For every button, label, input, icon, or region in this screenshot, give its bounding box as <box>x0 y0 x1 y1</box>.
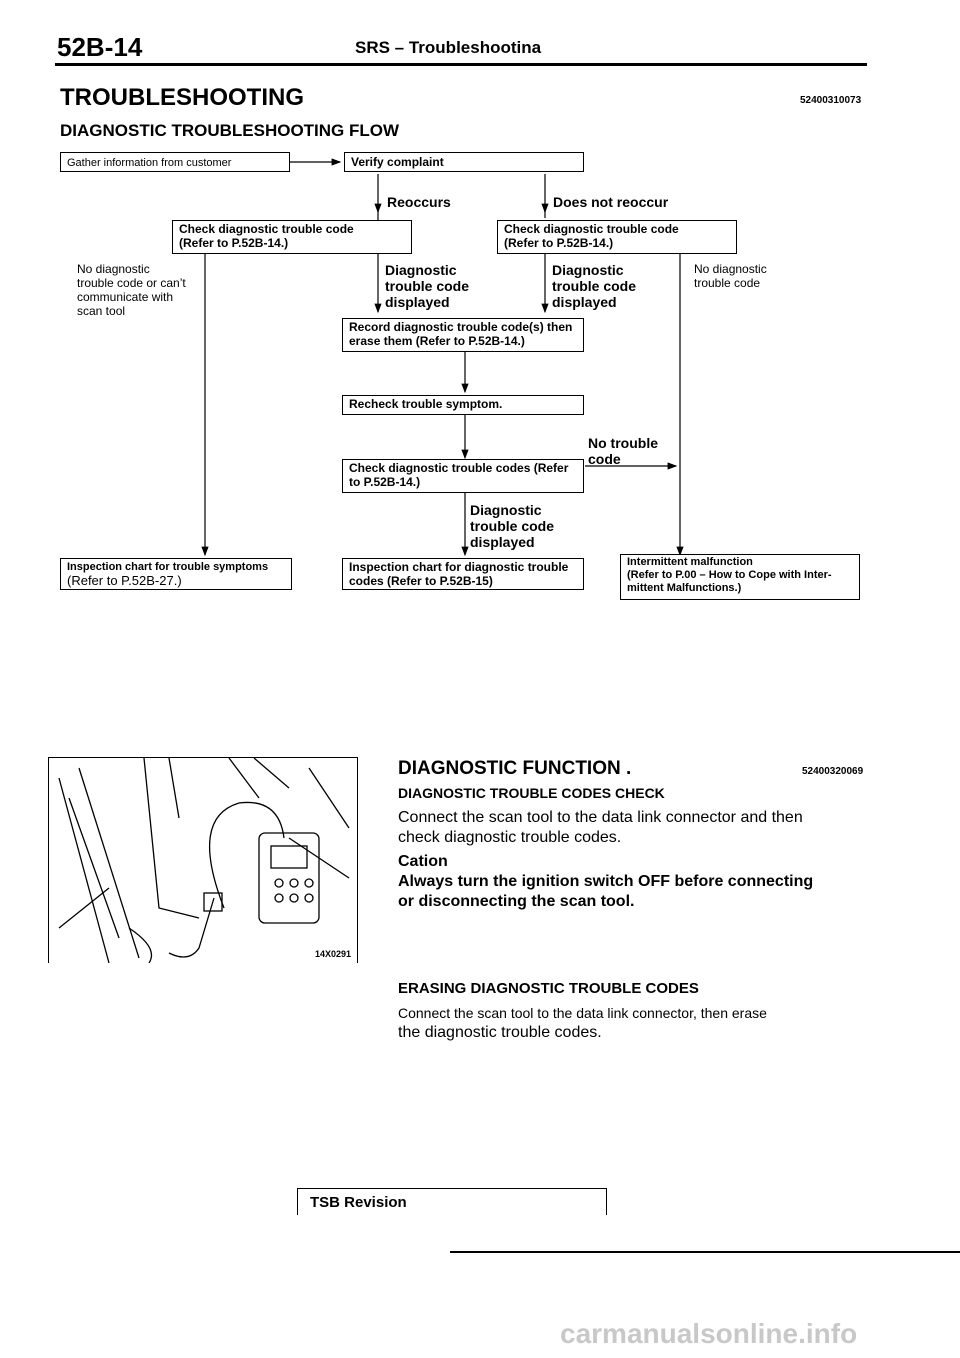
flow-subtitle: DIAGNOSTIC TROUBLESHOOTING FLOW <box>60 121 400 140</box>
erasing-body: Connect the scan tool to the data link c… <box>398 1005 767 1041</box>
verify-complaint-box: Verify complaint <box>344 152 584 172</box>
tsb-revision-box: TSB Revision <box>297 1188 607 1215</box>
check-dtc-left-box: Check diagnostic trouble code(Refer to P… <box>172 220 412 254</box>
header-rule <box>55 63 867 66</box>
scan-tool-illustration <box>58 758 350 963</box>
check-dtc-right-box: Check diagnostic trouble code(Refer to P… <box>497 220 737 254</box>
caution-text: Always turn the ignition switch OFF befo… <box>398 873 814 910</box>
erasing-title: ERASING DIAGNOSTIC TROUBLE CODES <box>398 980 699 997</box>
caution-label: Cation <box>398 853 448 870</box>
recheck-symptom-box: Recheck trouble symptom. <box>342 395 584 415</box>
watermark: carmanualsonline.info <box>560 1318 858 1349</box>
intermittent-box: Intermittent malfunction(Refer to P.00 –… <box>620 554 860 600</box>
diagnostic-function-code: 52400320069 <box>802 766 864 777</box>
figure-label: 14X0291 <box>314 949 351 959</box>
symptom-chart-box: Inspection chart for trouble symptoms(Re… <box>60 558 292 590</box>
gather-info-box: Gather information from customer <box>60 152 290 172</box>
dtc-check-body: Connect the scan tool to the data link c… <box>398 809 803 846</box>
page-number: 52B-14 <box>57 32 143 62</box>
reoccurs-label: Reoccurs <box>387 194 451 210</box>
troubleshooting-code: 52400310073 <box>800 95 862 106</box>
footer-rule <box>450 1251 960 1253</box>
diagnostic-function-title: DIAGNOSTIC FUNCTION . <box>398 758 632 779</box>
troubleshooting-title: TROUBLESHOOTING <box>60 84 304 111</box>
section-title: SRS – Troubleshootina <box>355 38 542 57</box>
does-not-reoccur-label: Does not reoccur <box>553 194 669 210</box>
scan-tool-figure: 14X0291 <box>48 757 358 963</box>
dtc-check-heading: DIAGNOSTIC TROUBLE CODES CHECK <box>398 785 665 801</box>
